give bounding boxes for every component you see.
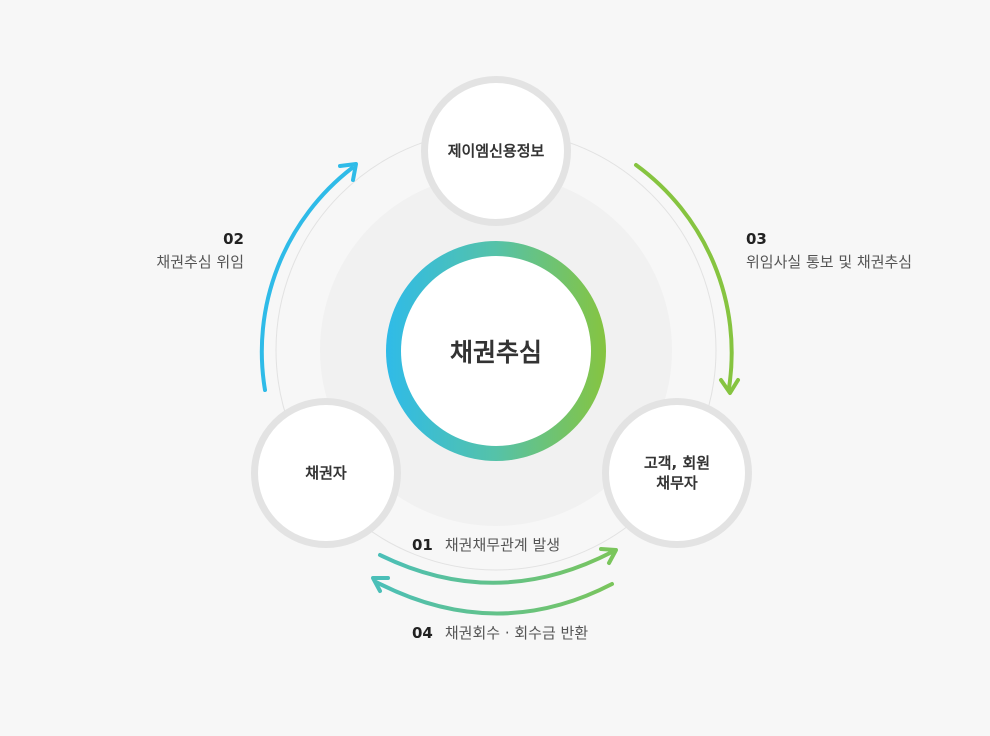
step-01-number: 01 (412, 536, 433, 554)
arrow-04 (374, 580, 614, 616)
arrow-03-head (719, 378, 740, 395)
step-04-number: 04 (412, 624, 433, 642)
node-right-line1: 고객, 회원 (643, 453, 711, 472)
step-02-label: 02 채권추심 위임 (156, 228, 244, 274)
arrow-01-head (599, 547, 618, 565)
step-03-text: 위임사실 통보 및 채권추심 (746, 253, 913, 271)
node-jm-credit: 제이엠신용정보 (421, 76, 571, 226)
step-01-text: 채권채무관계 발생 (444, 536, 561, 554)
node-right-line2: 채무자 (656, 474, 698, 492)
step-04-text: 채권회수 · 회수금 반환 (444, 624, 589, 642)
arrow-01 (378, 550, 614, 585)
arrow-02-head (338, 162, 358, 182)
step-02-text: 채권추심 위임 (156, 253, 244, 271)
node-left-label: 채권자 (305, 463, 347, 482)
center-label: 채권추심 (401, 256, 591, 446)
node-top-label: 제이엠신용정보 (447, 141, 545, 160)
node-debtor: 고객, 회원 채무자 (602, 398, 752, 548)
arrow-04-head (371, 576, 390, 593)
step-03-label: 03 위임사실 통보 및 채권추심 (746, 228, 912, 274)
step-04-label: 04 채권회수 · 회수금 반환 (412, 622, 588, 645)
arrow-03 (634, 163, 734, 390)
step-02-number: 02 (223, 230, 244, 248)
step-03-number: 03 (746, 230, 767, 248)
node-creditor: 채권자 (251, 398, 401, 548)
arrow-02 (259, 166, 354, 392)
step-01-label: 01 채권채무관계 발생 (412, 534, 560, 557)
